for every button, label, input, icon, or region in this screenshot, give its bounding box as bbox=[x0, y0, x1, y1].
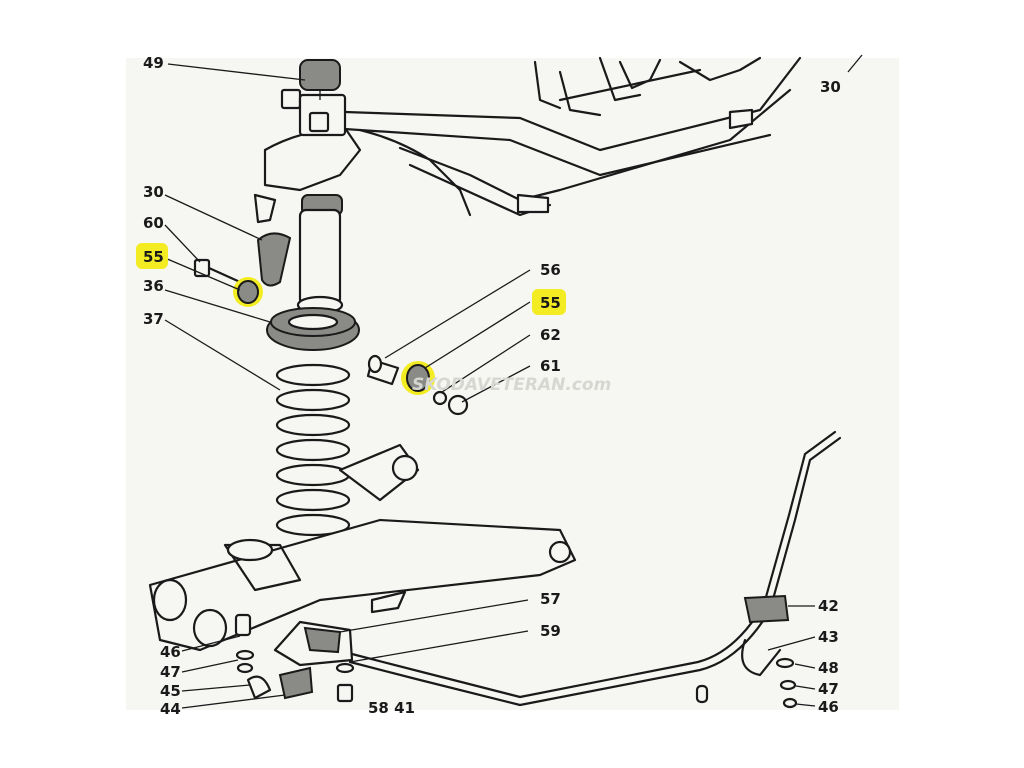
callout-49: 49 bbox=[143, 54, 164, 72]
callout-61: 61 bbox=[540, 357, 561, 375]
highlight-callout-55-left bbox=[136, 243, 168, 269]
callout-37: 37 bbox=[143, 310, 164, 328]
callout-30: 30 bbox=[143, 183, 164, 201]
upper-arm bbox=[253, 59, 362, 224]
highlight-callout-55-right bbox=[532, 289, 566, 315]
coil-spring bbox=[275, 363, 351, 537]
pivot-pin-56 bbox=[366, 354, 400, 386]
hardware-right bbox=[695, 594, 798, 709]
callout-57: 57 bbox=[540, 590, 561, 608]
callout-58-41: 58 41 bbox=[368, 699, 415, 717]
callout-46-left: 46 bbox=[160, 643, 181, 661]
chassis-frame bbox=[328, 56, 802, 217]
callout-47-right: 47 bbox=[818, 680, 839, 698]
callout-55-left: 55 bbox=[143, 248, 164, 266]
callout-43: 43 bbox=[818, 628, 839, 646]
callout-44: 44 bbox=[160, 700, 181, 718]
bush-55-left bbox=[237, 280, 259, 304]
washer-62 bbox=[432, 390, 448, 406]
callout-55-right: 55 bbox=[540, 294, 561, 312]
leader-lines bbox=[164, 54, 863, 709]
callout-62: 62 bbox=[540, 326, 561, 344]
spring-seat bbox=[266, 307, 360, 351]
callout-47-left: 47 bbox=[160, 663, 181, 681]
callout-48: 48 bbox=[818, 659, 839, 677]
callout-45: 45 bbox=[160, 682, 181, 700]
callout-30-top: 30 bbox=[820, 78, 841, 96]
callout-59: 59 bbox=[540, 622, 561, 640]
callout-60: 60 bbox=[143, 214, 164, 232]
trailing-arm bbox=[148, 443, 577, 652]
hardware-left bbox=[234, 613, 355, 703]
bolt-60 bbox=[193, 258, 242, 284]
callout-46-right: 46 bbox=[818, 698, 839, 716]
bush-55-right bbox=[406, 364, 430, 392]
bump-stop bbox=[256, 232, 292, 287]
shock-absorber bbox=[296, 194, 344, 315]
bracket-57 bbox=[273, 620, 354, 667]
callout-42: 42 bbox=[818, 597, 839, 615]
watermark: SKODAVETERAN.com bbox=[412, 375, 611, 395]
callout-56: 56 bbox=[540, 261, 561, 279]
nut-61 bbox=[447, 394, 469, 416]
callout-36: 36 bbox=[143, 277, 164, 295]
